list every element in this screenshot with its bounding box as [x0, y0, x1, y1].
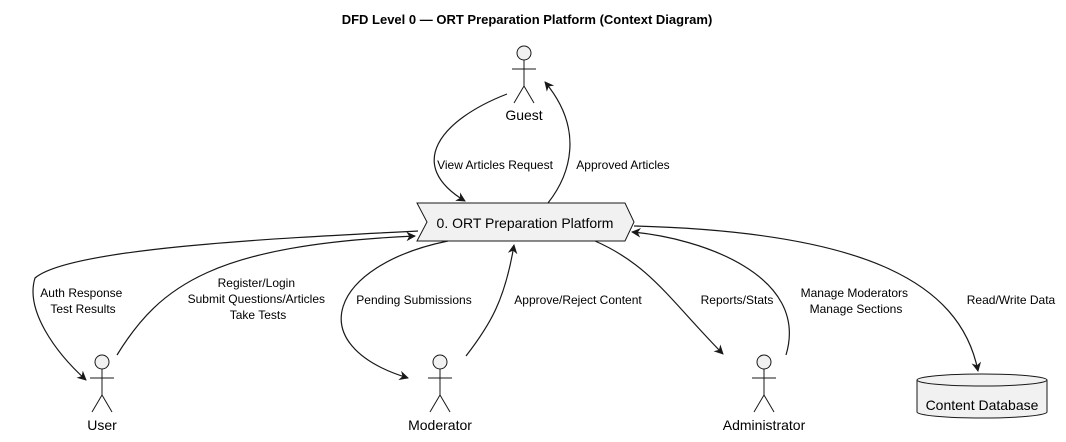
process-node: 0. ORT Preparation Platform: [416, 202, 635, 242]
actor-administrator: Administrator: [723, 354, 806, 433]
flow-user-register-arrow: [116, 231, 416, 356]
flow-user-register-label: Register/Login Submit Questions/Articles…: [188, 276, 329, 322]
process-label: 0. ORT Preparation Platform: [437, 215, 614, 231]
flow-db-readwrite-arrow: [633, 225, 982, 372]
flow-user-auth-arrow: [32, 230, 419, 381]
datastore-node: Content Database: [916, 373, 1048, 419]
datastore-label: Content Database: [926, 397, 1039, 413]
actor-moderator-label: Moderator: [408, 417, 472, 433]
flow-guest-view-request-label: View Articles Request: [437, 158, 554, 172]
flow-user-auth-label: Auth Response Test Results: [40, 286, 125, 316]
actor-moderator: Moderator: [408, 354, 472, 433]
flow-guest-approved-articles-arrow: [544, 81, 571, 204]
flow-db-readwrite-label: Read/Write Data: [967, 293, 1056, 307]
flow-admin-manage-label: Manage Moderators Manage Sections: [801, 286, 912, 316]
flow-mod-approve-arrow: [465, 244, 518, 357]
actor-administrator-label: Administrator: [723, 417, 806, 433]
flow-mod-pending-arrow: [340, 240, 449, 381]
actor-user: User: [87, 354, 117, 433]
datastore-body: [916, 380, 1048, 419]
flow-mod-pending-label: Pending Submissions: [356, 293, 471, 307]
flow-admin-reports-label: Reports/Stats: [701, 293, 774, 307]
flow-guest-approved-articles-label: Approved Articles: [576, 158, 669, 172]
moderator-head-icon: [432, 354, 448, 370]
user-head-icon: [94, 354, 110, 370]
diagram-title: DFD Level 0 — ORT Preparation Platform (…: [342, 12, 713, 27]
flow-guest-view-request-arrow: [433, 93, 508, 202]
flow-mod-approve-label: Approve/Reject Content: [514, 293, 642, 307]
flow-admin-reports-arrow: [594, 240, 724, 355]
actor-guest: Guest: [505, 45, 543, 123]
datastore-top: [916, 373, 1048, 387]
guest-head-icon: [516, 45, 532, 61]
flow-admin-manage-arrow: [631, 227, 790, 356]
administrator-head-icon: [756, 354, 772, 370]
actor-guest-label: Guest: [505, 107, 542, 123]
process-shape: [416, 202, 635, 242]
actor-user-label: User: [87, 417, 117, 433]
